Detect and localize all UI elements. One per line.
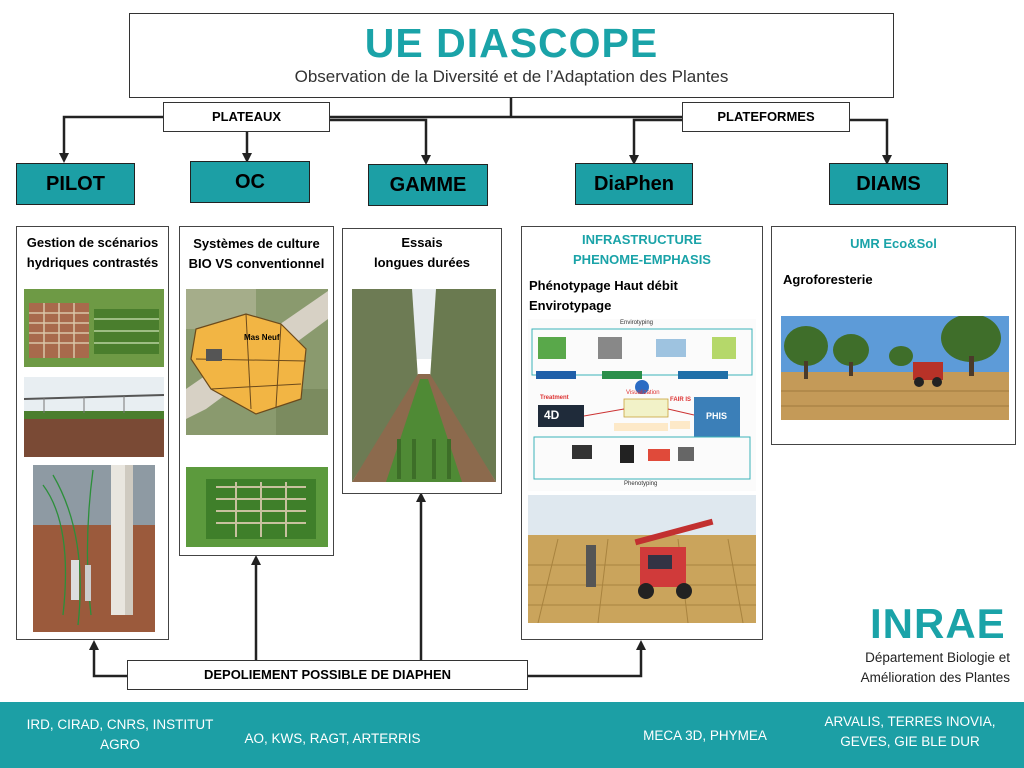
oc-mas-neuf-map: Mas Neuf: [186, 289, 328, 435]
diaphen-workflow-diagram: Envirotyping Treatment 4D Visualization …: [528, 319, 756, 491]
diagram-phis-label: PHIS: [706, 411, 728, 421]
card-oc: Systèmes de culture BIO VS conventionnel…: [179, 226, 334, 556]
gamme-olive-rows-photo: [352, 289, 496, 482]
diaphen-teal-line1: INFRASTRUCTURE: [582, 232, 702, 247]
card-diaphen: INFRASTRUCTURE PHENOME-EMPHASIS Phénotyp…: [521, 226, 763, 640]
unit-pilot: PILOT: [16, 163, 135, 205]
diagram-fair-label: FAIR IS: [670, 397, 692, 403]
partner-group-1-line2: AGRO: [100, 737, 140, 752]
arrow-to-gamme: [330, 118, 431, 165]
inrae-logo: INRAE: [870, 600, 1006, 647]
oc-map-label: Mas Neuf: [244, 333, 280, 342]
pilot-aerial-plots-photo: [24, 289, 164, 367]
deployment-box: DEPOLIEMENT POSSIBLE DE DIAPHEN: [127, 660, 528, 690]
pilot-irrigation-photo: [24, 377, 164, 457]
diagram-4d-logo: 4D: [544, 408, 560, 422]
department-line2: Amélioration des Plantes: [860, 670, 1010, 685]
plateformes-label: PLATEFORMES: [682, 102, 850, 132]
diagram-phenotyping-label: Phenotyping: [624, 481, 658, 487]
diams-title-line1: Agroforesterie: [783, 272, 873, 287]
deploy-arrow-pilot: [89, 640, 127, 678]
pilot-title-line1: Gestion de scénarios: [26, 235, 159, 250]
arrow-to-diams: [850, 118, 892, 165]
diaphen-title-line2: Envirotypage: [529, 298, 612, 313]
card-pilot: Gestion de scénarios hydriques contrasté…: [16, 226, 169, 640]
department-text: Département Biologie et Amélioration des…: [820, 648, 1010, 688]
arrow-to-pilot: [59, 115, 163, 163]
partners-bar: IRD, CIRAD, CNRS, INSTITUT AGRO AO, KWS,…: [0, 702, 1024, 768]
plateaux-label: PLATEAUX: [163, 102, 330, 132]
pilot-title-line2: hydriques contrastés: [26, 255, 159, 270]
diagram-envirotyping-label: Envirotyping: [620, 320, 654, 326]
diagram-visualization-label: Visualization: [626, 390, 660, 396]
arrow-to-diaphen: [629, 118, 682, 165]
oc-aerial-plots-photo: [186, 467, 328, 547]
card-gamme: Essais longues durées: [342, 228, 502, 494]
gamme-title-line2: longues durées: [373, 255, 471, 270]
unit-diams: DIAMS: [829, 163, 948, 205]
unit-diaphen: DiaPhen: [575, 163, 693, 205]
page-subtitle: Observation de la Diversité et de l’Adap…: [294, 67, 729, 86]
page-title: UE DIASCOPE: [364, 20, 659, 66]
diaphen-field-robot-photo: [528, 495, 756, 623]
partner-group-1: IRD, CIRAD, CNRS, INSTITUT AGRO: [10, 715, 230, 755]
diaphen-teal-line2: PHENOME-EMPHASIS: [573, 252, 711, 267]
deploy-arrow-diaphen: [528, 640, 646, 678]
diagram-treatment-label: Treatment: [540, 395, 569, 401]
unit-gamme: GAMME: [368, 164, 488, 206]
diams-agroforestry-photo: [781, 316, 1009, 420]
partner-group-3: MECA 3D, PHYMEA: [643, 728, 767, 743]
partner-group-4-line1: ARVALIS, TERRES INOVIA,: [824, 714, 996, 729]
partner-group-4-line2: GEVES, GIE BLE DUR: [840, 734, 980, 749]
pilot-soil-sensors-photo: [33, 465, 155, 632]
gamme-title-line1: Essais: [401, 235, 443, 250]
unit-oc: OC: [190, 161, 310, 203]
partner-group-1-line1: IRD, CIRAD, CNRS, INSTITUT: [26, 717, 214, 732]
partner-group-4: ARVALIS, TERRES INOVIA, GEVES, GIE BLE D…: [800, 712, 1020, 752]
oc-title-line1: Systèmes de culture: [193, 236, 320, 251]
partner-group-2: AO, KWS, RAGT, ARTERRIS: [244, 731, 421, 746]
diams-teal-line1: UMR Eco&Sol: [850, 236, 937, 251]
department-line1: Département Biologie et: [865, 650, 1010, 665]
title-box: UE DIASCOPE Observation de la Diversité …: [129, 13, 894, 98]
diaphen-title-line1: Phénotypage Haut débit: [529, 278, 678, 293]
card-diams: UMR Eco&Sol Agroforesterie: [771, 226, 1016, 445]
oc-title-line2: BIO VS conventionnel: [188, 256, 325, 271]
